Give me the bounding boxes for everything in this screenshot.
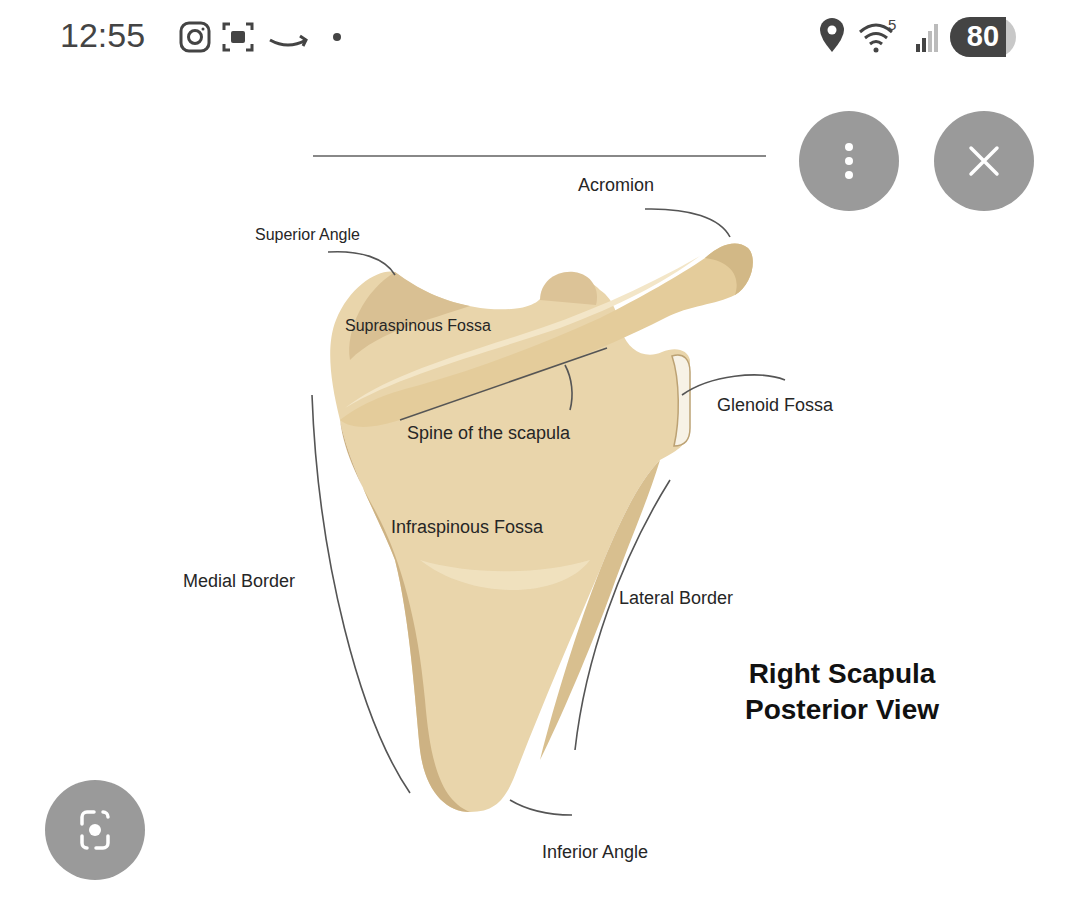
- part-label: 80: [967, 20, 999, 53]
- part-label: Medial Border: [183, 571, 295, 592]
- part-label: Spine of the scapula: [407, 423, 570, 444]
- part-label: Superior Angle: [255, 226, 360, 244]
- part-label: Infraspinous Fossa: [391, 517, 543, 538]
- figure-title: Right Scapula Posterior View: [722, 656, 962, 729]
- close-button: [934, 111, 1034, 211]
- part-label: 5: [888, 16, 896, 33]
- part-label: Supraspinous Fossa: [345, 317, 491, 335]
- part-label: Glenoid Fossa: [717, 395, 833, 416]
- part-label: Acromion: [578, 175, 654, 196]
- leader-lines: [312, 209, 785, 815]
- part-label: Inferior Angle: [542, 842, 648, 863]
- part-label: 12:55: [60, 16, 145, 55]
- status-icons: [181, 18, 938, 53]
- more-button: [799, 111, 899, 211]
- lens-button: [45, 780, 145, 880]
- part-label: Lateral Border: [619, 588, 733, 609]
